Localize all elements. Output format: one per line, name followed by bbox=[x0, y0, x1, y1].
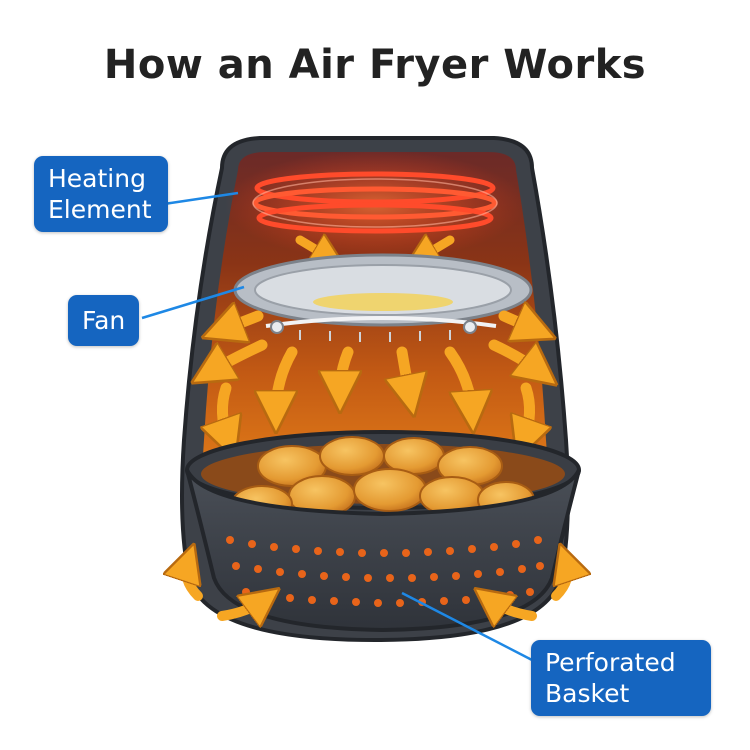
basket-label-line1: Perforated bbox=[545, 648, 676, 677]
leader-lines bbox=[141, 191, 533, 662]
basket-holes bbox=[226, 536, 544, 607]
intake-arrows bbox=[186, 562, 567, 616]
fan-label: Fan bbox=[68, 295, 140, 346]
heating-label-line1: Heating bbox=[48, 164, 146, 193]
page-title: How an Air Fryer Works bbox=[103, 42, 647, 88]
heating-element-label: Heating Element bbox=[34, 156, 168, 232]
heating-label-line2: Element bbox=[48, 195, 152, 224]
fan-label-text: Fan bbox=[82, 306, 126, 335]
basket-label-line2: Basket bbox=[545, 679, 630, 708]
airflow-arrows bbox=[210, 316, 540, 440]
heating-element bbox=[252, 171, 498, 234]
fan bbox=[233, 253, 533, 342]
perforated-basket-label: Perforated Basket bbox=[531, 640, 711, 716]
